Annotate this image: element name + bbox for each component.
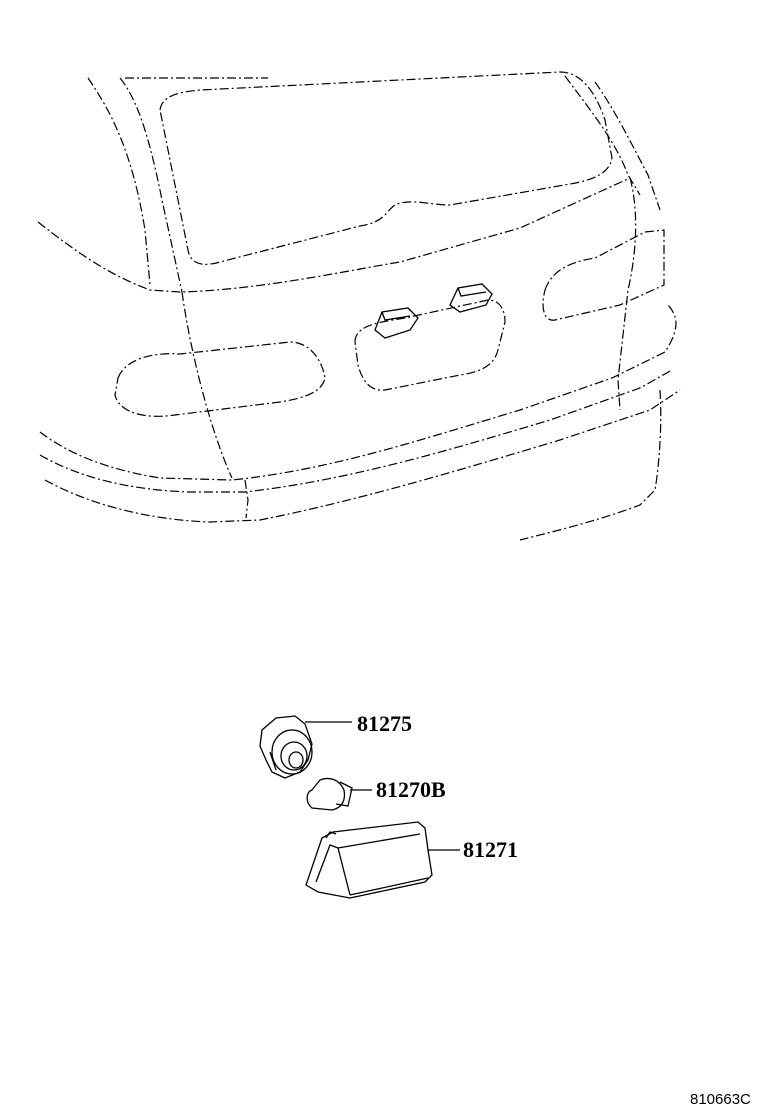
license-plate-lamp-assembly: [305, 821, 433, 899]
part-number-81270B: 81270B: [376, 777, 446, 802]
part-number-81275: 81275: [357, 711, 412, 736]
vehicle-license-lamp-left: [374, 307, 419, 339]
illustration-code: 810663C: [690, 1091, 751, 1108]
lamp-socket: [259, 715, 313, 779]
vehicle-license-lamp-right: [449, 283, 493, 313]
vehicle-rear-outline: [37, 71, 681, 541]
part-number-81271: 81271: [463, 837, 518, 862]
lamp-bulb: [306, 777, 353, 811]
